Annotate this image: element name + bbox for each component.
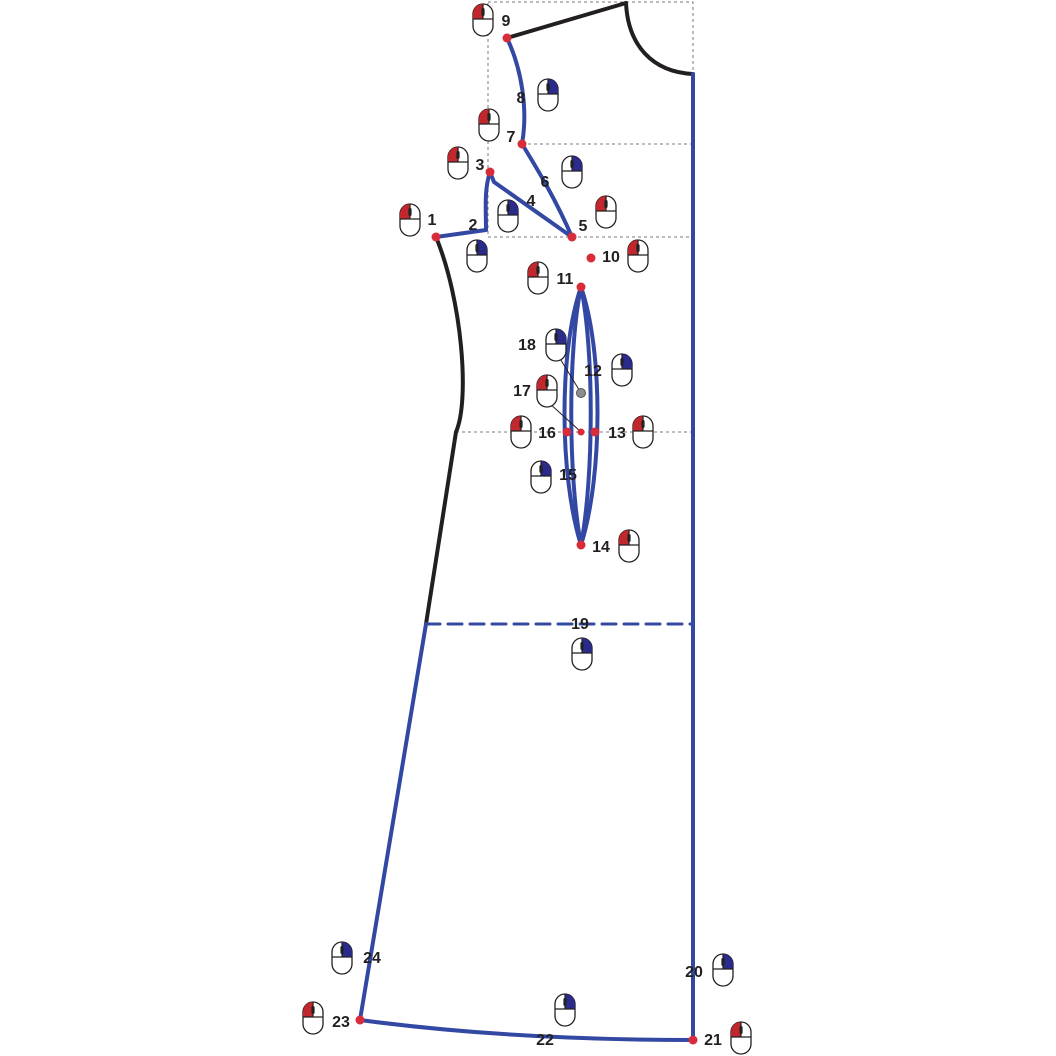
side-seam-skirt xyxy=(358,622,428,1022)
pattern-outline xyxy=(424,1,695,626)
mouse-right-click-icon xyxy=(537,78,559,112)
point-10 xyxy=(586,253,596,263)
label-17: 17 xyxy=(513,383,531,400)
mouse-right-click-icon xyxy=(331,941,353,975)
pattern-points xyxy=(355,33,698,1045)
neckline-curve xyxy=(624,1,695,76)
construction-lines xyxy=(358,36,695,1042)
point-11 xyxy=(576,282,586,292)
armhole-upper-seg-8 xyxy=(505,36,527,146)
label-24: 24 xyxy=(363,950,381,967)
guide-lines xyxy=(456,1,694,433)
point-18 xyxy=(576,388,586,398)
label-4: 4 xyxy=(527,193,536,210)
label-21: 21 xyxy=(704,1032,722,1049)
point-1 xyxy=(431,232,441,242)
label-14: 14 xyxy=(592,539,610,556)
step-labels: 1 2 3 4 5 6 7 8 9 10 11 12 13 14 15 16 1… xyxy=(332,13,722,1049)
mouse-left-click-icon xyxy=(627,239,649,273)
point-3 xyxy=(485,167,495,177)
label-13: 13 xyxy=(608,425,626,442)
mouse-right-click-icon xyxy=(712,953,734,987)
point-9 xyxy=(502,33,512,43)
mouse-left-click-icon xyxy=(472,3,494,37)
mouse-right-click-icon xyxy=(466,239,488,273)
point-5 xyxy=(567,232,577,242)
armhole-seg-2 xyxy=(434,170,492,239)
side-seam-upper xyxy=(424,235,465,626)
mouse-icons xyxy=(302,3,752,1055)
label-6: 6 xyxy=(541,174,550,191)
mouse-left-click-icon xyxy=(618,529,640,563)
point-13 xyxy=(590,427,600,437)
mouse-right-click-icon xyxy=(554,993,576,1027)
waist-dart-outer-left xyxy=(562,285,583,547)
label-7: 7 xyxy=(507,129,516,146)
mouse-left-click-icon xyxy=(399,203,421,237)
waist-dart-inner-left xyxy=(569,285,583,547)
label-19: 19 xyxy=(571,616,589,633)
label-12: 12 xyxy=(584,363,602,380)
point-21 xyxy=(688,1035,698,1045)
label-22: 22 xyxy=(536,1032,554,1049)
mouse-left-click-icon xyxy=(447,146,469,180)
point-17 xyxy=(577,428,585,436)
mouse-right-click-icon xyxy=(571,637,593,671)
mouse-right-click-icon xyxy=(561,155,583,189)
point-23 xyxy=(355,1015,365,1025)
label-5: 5 xyxy=(579,218,588,235)
label-9: 9 xyxy=(502,13,511,30)
label-20: 20 xyxy=(685,964,703,981)
waist-dart-inner-right xyxy=(579,285,593,547)
label-15: 15 xyxy=(559,467,577,484)
mouse-left-click-icon xyxy=(632,415,654,449)
mouse-left-click-icon xyxy=(730,1021,752,1055)
label-3: 3 xyxy=(476,157,485,174)
mouse-right-click-icon xyxy=(611,353,633,387)
mouse-right-click-icon xyxy=(497,199,519,233)
label-16: 16 xyxy=(538,425,556,442)
mouse-left-click-icon xyxy=(595,195,617,229)
label-23: 23 xyxy=(332,1014,350,1031)
mouse-left-click-icon xyxy=(510,415,532,449)
mouse-left-click-icon xyxy=(536,374,558,408)
label-1: 1 xyxy=(428,212,437,229)
label-10: 10 xyxy=(602,249,620,266)
hem-line-22 xyxy=(358,1018,695,1042)
mouse-left-click-icon xyxy=(478,108,500,142)
pointer-17 xyxy=(547,401,582,433)
point-7 xyxy=(517,139,527,149)
mouse-right-click-icon xyxy=(530,460,552,494)
waist-dart-outer-right xyxy=(579,285,600,547)
armhole-seg-6 xyxy=(520,142,574,239)
point-16 xyxy=(562,427,572,437)
label-11: 11 xyxy=(557,271,574,288)
label-2: 2 xyxy=(469,217,478,234)
point-14 xyxy=(576,540,586,550)
mouse-left-click-icon xyxy=(527,261,549,295)
label-18: 18 xyxy=(518,337,536,354)
mouse-right-click-icon xyxy=(545,328,567,362)
label-8: 8 xyxy=(517,90,526,107)
shoulder-line xyxy=(505,1,628,40)
mouse-left-click-icon xyxy=(302,1001,324,1035)
